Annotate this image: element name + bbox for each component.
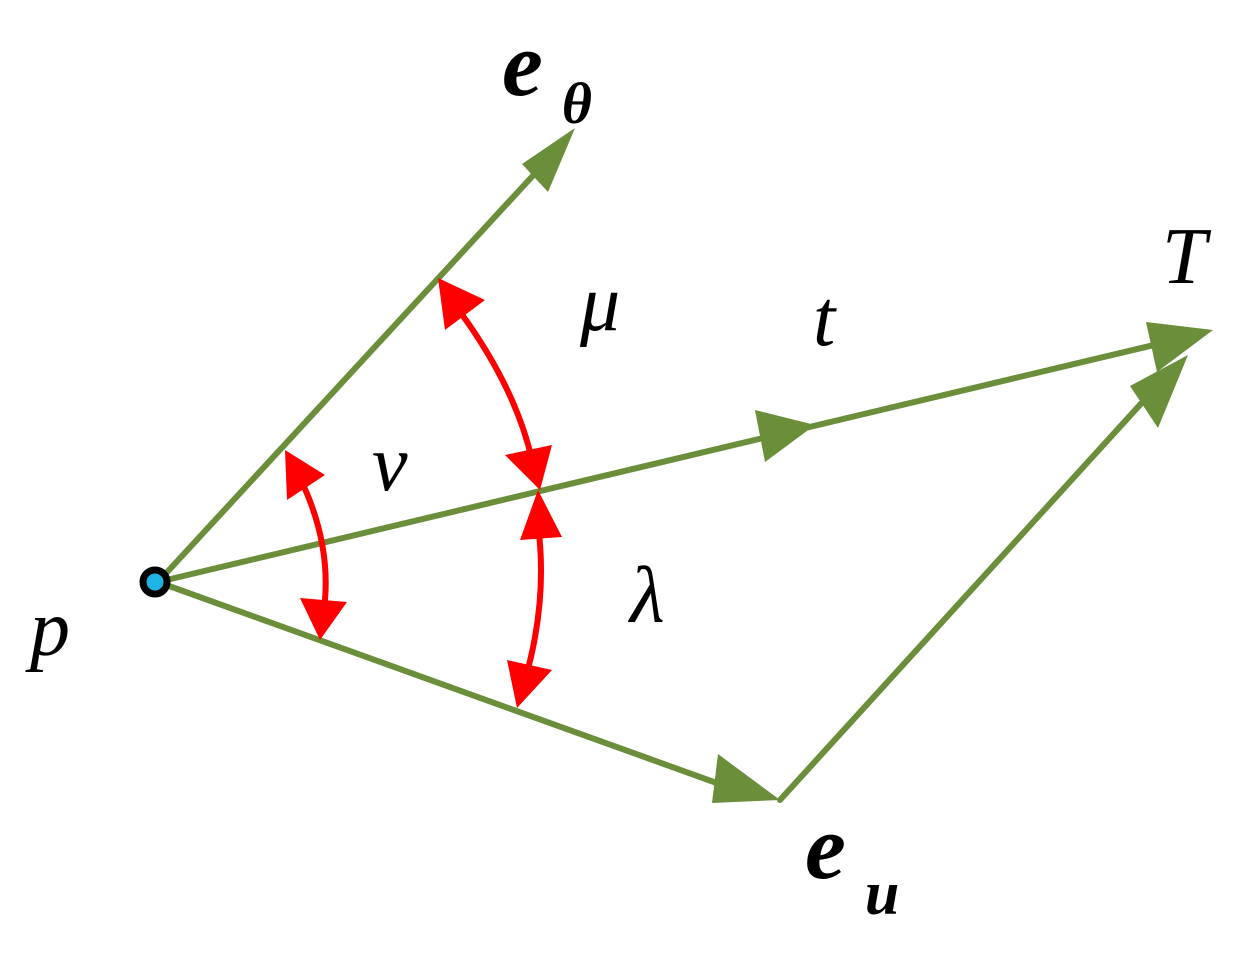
point-p-marker bbox=[139, 566, 171, 598]
t-end-arrowhead bbox=[1146, 322, 1213, 372]
v-arc bbox=[297, 475, 329, 603]
t-mid-arrowhead bbox=[755, 410, 815, 462]
p-label: p bbox=[25, 585, 70, 673]
e-theta-base: e bbox=[502, 13, 543, 115]
lambda-label: λ bbox=[628, 552, 665, 640]
v-label: v bbox=[372, 420, 408, 508]
t-vector bbox=[155, 337, 1178, 585]
e-u-base: e bbox=[805, 796, 846, 898]
lambda-arc-head-top bbox=[520, 490, 562, 540]
labels: e θ e u T t μ v λ p bbox=[25, 13, 1212, 928]
e-u-vector bbox=[155, 579, 753, 798]
lambda-arc bbox=[522, 522, 545, 683]
T-label: T bbox=[1162, 213, 1212, 301]
mu-label: μ bbox=[579, 260, 620, 348]
e-u-label: e u bbox=[805, 796, 899, 928]
vectors bbox=[155, 128, 1213, 803]
e-u-arrowhead bbox=[712, 754, 780, 803]
v-arc-head-bottom bbox=[300, 598, 347, 640]
e-u-subscript: u bbox=[865, 860, 899, 928]
v-arc-head-top bbox=[285, 450, 325, 500]
lambda-arc-head-bottom bbox=[507, 660, 552, 708]
e-theta-label: e θ bbox=[502, 13, 592, 136]
mu-arc bbox=[452, 302, 535, 463]
mu-arc-head-bottom bbox=[505, 445, 552, 490]
e-theta-subscript: θ bbox=[562, 71, 592, 136]
e-theta-vector bbox=[155, 165, 543, 585]
e-theta-arrowhead bbox=[522, 128, 575, 192]
eu-to-T-vector bbox=[777, 382, 1161, 803]
angle-arcs bbox=[285, 278, 562, 708]
mu-arc-head-top bbox=[438, 278, 485, 330]
eu-to-T-arrowhead bbox=[1130, 355, 1188, 428]
t-label: t bbox=[813, 275, 837, 363]
